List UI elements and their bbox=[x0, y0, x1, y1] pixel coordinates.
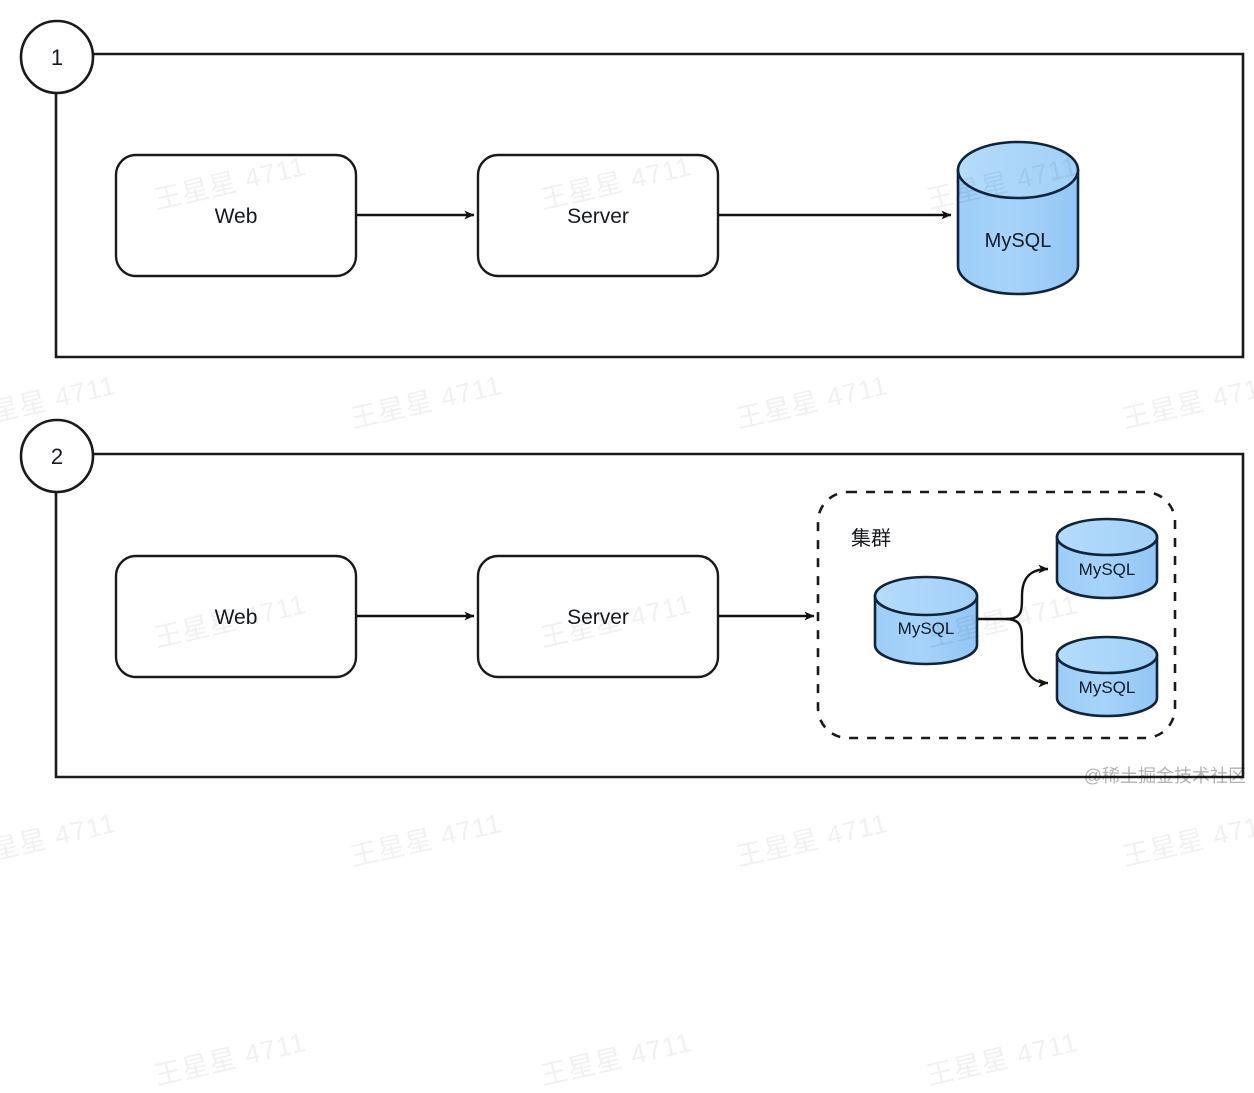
section-2-node-web[interactable] bbox=[114, 554, 358, 679]
section-2-node-server[interactable] bbox=[476, 554, 720, 679]
section-1-container bbox=[54, 52, 1245, 359]
watermark-text: 王星星 4711 bbox=[347, 808, 505, 873]
section-1-node-mysql-label: MySQL bbox=[985, 230, 1052, 252]
watermark-text: 王星星 4711 bbox=[0, 808, 119, 873]
database-cylinder-body bbox=[956, 168, 1080, 296]
database-cylinder-top bbox=[873, 575, 979, 617]
database-cylinder-top bbox=[1055, 517, 1159, 557]
section-1-node-web[interactable] bbox=[114, 153, 358, 278]
section-2-node-web-label: Web bbox=[215, 606, 258, 629]
section-2-container bbox=[54, 452, 1245, 779]
section-1-node-web-label: Web bbox=[215, 205, 258, 228]
section-2-marker-circle bbox=[19, 418, 95, 494]
watermark-text: 王星星 4711 bbox=[1119, 808, 1254, 873]
database-cylinder-top bbox=[1055, 635, 1159, 675]
database-cylinder-top bbox=[956, 140, 1080, 200]
cluster-node-mysql-master-label: MySQL bbox=[898, 619, 955, 638]
cluster-edge-master-replica-1 bbox=[978, 564, 1049, 621]
watermark-text: 王星星 4711 bbox=[923, 1027, 1081, 1092]
section-1: 1 Web Server MySQL bbox=[19, 19, 1245, 359]
watermark-text: 王星星 4711 bbox=[151, 1027, 309, 1092]
section-1-node-server[interactable] bbox=[476, 153, 720, 278]
section-1-marker-circle bbox=[19, 19, 95, 95]
section-2-marker-label: 2 bbox=[51, 444, 63, 469]
cluster-node-mysql-replica-2-label: MySQL bbox=[1079, 678, 1136, 697]
cluster-edge-master-replica-2 bbox=[1005, 617, 1049, 688]
cluster-node-mysql-replica-1[interactable]: MySQL bbox=[1055, 517, 1159, 600]
section-1-node-server-label: Server bbox=[567, 205, 629, 228]
cluster-node-mysql-replica-2[interactable]: MySQL bbox=[1055, 635, 1159, 718]
architecture-diagram: 1 Web Server MySQL 2 bbox=[19, 19, 1245, 779]
diagram-canvas: 1 Web Server MySQL 2 bbox=[0, 19, 1254, 1091]
section-1-node-mysql[interactable]: MySQL bbox=[956, 140, 1080, 296]
cluster-boundary bbox=[816, 490, 1177, 740]
section-2: 2 Web Server 集群 MySQL bbox=[19, 418, 1245, 779]
watermark-text: 王星星 4711 bbox=[733, 808, 891, 873]
corner-watermark: @稀土掘金技术社区 bbox=[1083, 766, 1246, 786]
cluster-node-mysql-master[interactable]: MySQL bbox=[873, 575, 979, 666]
cluster-label: 集群 bbox=[851, 527, 891, 550]
section-1-marker-label: 1 bbox=[51, 45, 63, 70]
cluster-node-mysql-replica-1-label: MySQL bbox=[1079, 560, 1136, 579]
watermark-text: 王星星 4711 bbox=[537, 1027, 695, 1092]
section-2-node-server-label: Server bbox=[567, 606, 629, 629]
